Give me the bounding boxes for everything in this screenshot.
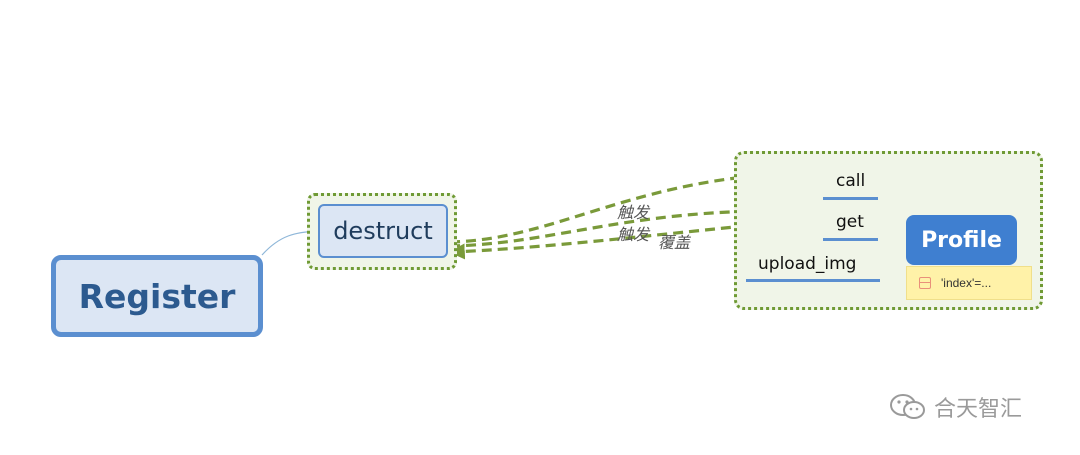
edge-label-override: 覆盖 <box>658 233 691 252</box>
note-icon <box>919 277 931 289</box>
watermark: 合天智汇 <box>888 391 1022 423</box>
profile-node[interactable]: Profile <box>906 215 1017 265</box>
destruct-label: destruct <box>333 217 433 245</box>
register-node[interactable]: Register <box>51 255 263 337</box>
watermark-text: 合天智汇 <box>934 397 1023 422</box>
method-call[interactable]: call <box>836 171 866 191</box>
profile-note[interactable]: 'index'=... <box>906 266 1032 300</box>
edge-label-trigger-call: 触发 <box>617 203 650 222</box>
method-upload-img-underline <box>746 279 880 282</box>
method-get[interactable]: get <box>836 212 864 232</box>
method-get-underline <box>823 238 878 241</box>
profile-note-text: 'index'=... <box>941 276 992 290</box>
edge-label-trigger-get: 触发 <box>617 225 650 244</box>
method-call-underline <box>823 197 878 200</box>
destruct-node[interactable]: destruct <box>318 204 448 258</box>
profile-label: Profile <box>921 227 1002 253</box>
register-label: Register <box>78 276 236 316</box>
wechat-icon <box>890 394 925 419</box>
method-upload-img[interactable]: upload_img <box>758 254 857 274</box>
arrow-profile-to-destruct <box>448 216 907 260</box>
